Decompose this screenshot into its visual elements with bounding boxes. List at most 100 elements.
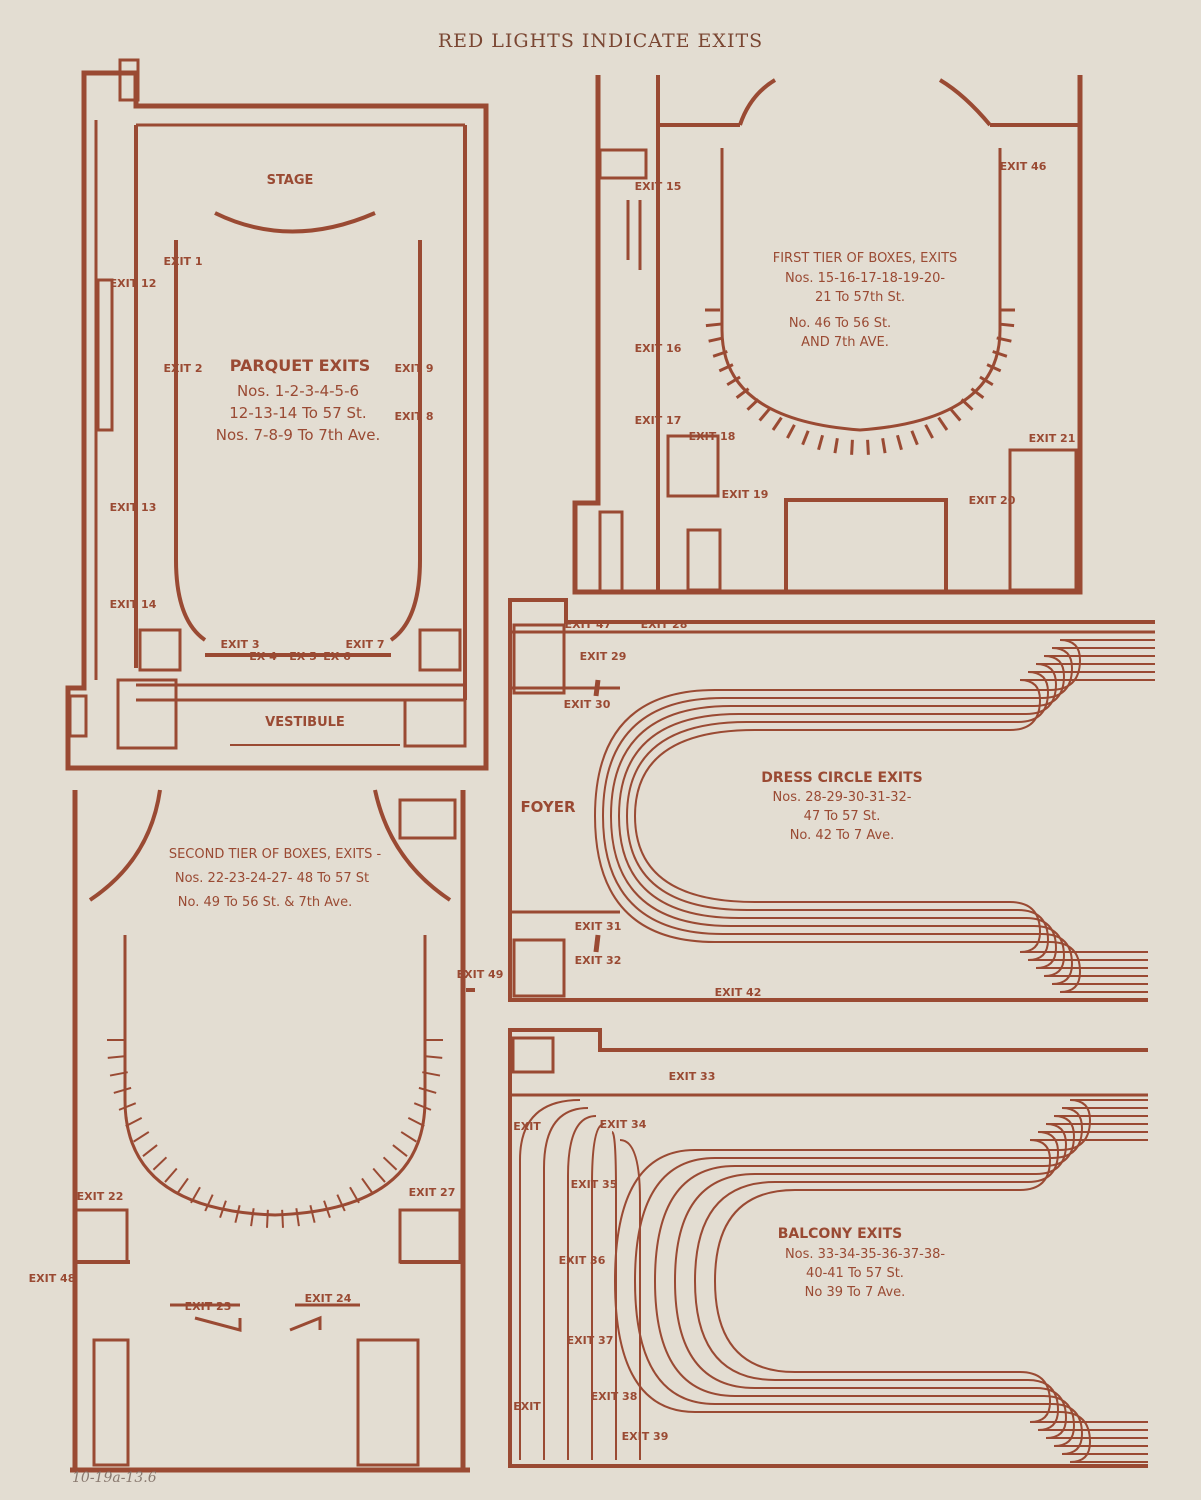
exit-23-label: EXIT 23: [185, 1300, 232, 1313]
dress-circle-tier-line: [633, 679, 1155, 953]
exit-3-label: EXIT 3: [220, 638, 259, 651]
balcony-line2: 40-41 To 57 St.: [806, 1266, 904, 1281]
exit-9-label: EXIT 9: [394, 362, 433, 375]
exit-15-label: EXIT 15: [635, 180, 682, 193]
exit-7-label: EXIT 7: [345, 638, 384, 651]
box-seat-mark: [361, 1177, 374, 1194]
dress-circle-line2: 47 To 57 St.: [804, 809, 881, 824]
box-seat-mark: [392, 1144, 408, 1157]
box-seat-mark: [705, 322, 721, 328]
box-seat-mark: [125, 1117, 143, 1128]
exit-17-label: EXIT 17: [635, 414, 682, 427]
exit-31-label: EXIT 31: [575, 920, 622, 933]
exit-19-label: EXIT 19: [722, 488, 769, 501]
box-seat-mark: [107, 1055, 126, 1059]
box-seat-mark: [718, 363, 734, 373]
exit-12-label: EXIT 12: [110, 277, 157, 290]
box-seat-mark: [996, 336, 1012, 343]
parquet-line3: Nos. 7-8-9 To 7th Ave.: [216, 426, 381, 444]
first-tier-box-seats: [705, 308, 1015, 455]
exit-30-label: EXIT 30: [564, 698, 611, 711]
box-seat-mark: [881, 438, 887, 454]
box-seat-mark: [735, 387, 750, 399]
second-tier-plan: [70, 789, 475, 1473]
exit-13-label: EXIT 13: [110, 501, 157, 514]
exit-4-label: EX 4: [249, 650, 277, 663]
exit-18-label: EXIT 18: [689, 430, 736, 443]
balcony-side-aisle: [611, 1131, 617, 1460]
balcony-tier-line: [693, 1131, 1148, 1431]
exit-35-label: EXIT 35: [571, 1178, 618, 1191]
exit-48-label: EXIT 48: [29, 1272, 76, 1285]
box-seat-mark: [771, 416, 783, 431]
exit-28-label: EXIT 28: [641, 618, 688, 631]
box-seat-mark: [323, 1200, 331, 1218]
box-seat-mark: [336, 1194, 346, 1212]
vestibule-label: VESTIBULE: [265, 715, 345, 730]
exit-21-label: EXIT 21: [1029, 432, 1076, 445]
box-seat-mark: [152, 1156, 168, 1171]
box-seat-mark: [295, 1208, 300, 1227]
exit-46-label: EXIT 46: [1000, 160, 1047, 173]
balcony-tier-line: [713, 1139, 1148, 1423]
box-seat-mark: [850, 439, 854, 455]
exit-22-label: EXIT 22: [77, 1190, 124, 1203]
balcony-tier-line: [653, 1115, 1148, 1447]
exit-20-label: EXIT 20: [969, 494, 1016, 507]
first-tier-line4: AND 7th AVE.: [801, 335, 889, 350]
box-seat-mark: [960, 398, 974, 411]
exit-47-label: EXIT 47: [565, 618, 612, 631]
box-seat-mark: [422, 1071, 441, 1077]
balcony-side-aisle: [519, 1099, 581, 1460]
dress-circle-plan: [508, 598, 1155, 1002]
box-seat-mark: [400, 1131, 417, 1143]
second-tier-line1: Nos. 22-23-24-27- 48 To 57 St: [175, 871, 369, 886]
box-seat-mark: [164, 1167, 178, 1183]
exit-37-label: EXIT 37: [567, 1334, 614, 1347]
exit-42-label: EXIT 42: [715, 986, 762, 999]
box-seat-mark: [992, 350, 1008, 358]
dress-circle-tier-line: [609, 655, 1155, 977]
exit-38-label: EXIT 38: [591, 1390, 638, 1403]
box-seat-mark: [801, 430, 810, 446]
balcony-line3: No 39 To 7 Ave.: [805, 1285, 906, 1300]
second-tier-box-seats: [107, 1039, 443, 1228]
box-seat-mark: [970, 387, 985, 399]
box-seat-mark: [382, 1156, 398, 1171]
box-seat-mark: [349, 1186, 360, 1204]
dress-circle-line1: Nos. 28-29-30-31-32-: [773, 790, 912, 805]
box-seat-mark: [418, 1086, 437, 1094]
exit-33-label: EXIT 33: [669, 1070, 716, 1083]
box-seat-mark: [708, 336, 724, 343]
first-tier-plan: [572, 75, 1083, 595]
exit-34-label: EXIT 34: [600, 1118, 647, 1131]
balcony-tier-line: [633, 1107, 1148, 1455]
dress-circle-line3: No. 42 To 7 Ave.: [790, 828, 895, 843]
balcony-side-aisle: [619, 1139, 641, 1460]
dress-circle-tiers: [593, 639, 1155, 993]
dress-circle-tier-line: [593, 639, 1155, 993]
page-title: RED LIGHTS INDICATE EXITS: [437, 30, 764, 52]
box-seat-mark: [281, 1209, 284, 1228]
balcony-exit-top-label: EXIT: [513, 1120, 541, 1133]
box-seat-mark: [372, 1167, 386, 1183]
box-seat-mark: [309, 1204, 316, 1223]
box-seat-mark: [910, 430, 919, 446]
first-tier-line1: Nos. 15-16-17-18-19-20-: [785, 271, 945, 286]
balcony-exit-bottom-label: EXIT: [513, 1400, 541, 1413]
box-seat-mark: [266, 1209, 269, 1228]
box-seat-mark: [250, 1208, 255, 1227]
exit-39-label: EXIT 39: [622, 1430, 669, 1443]
exit-29-label: EXIT 29: [580, 650, 627, 663]
balcony-title: BALCONY EXITS: [778, 1226, 903, 1242]
box-seat-mark: [142, 1144, 158, 1157]
exit-32-label: EXIT 32: [575, 954, 622, 967]
box-seat-mark: [190, 1186, 201, 1204]
parquet-plan: [65, 58, 489, 771]
balcony-tier-line: [673, 1123, 1148, 1439]
exit-16-label: EXIT 16: [635, 342, 682, 355]
first-tier-title: FIRST TIER OF BOXES, EXITS: [773, 251, 958, 266]
exit-49-label: EXIT 49: [457, 968, 504, 981]
box-seat-mark: [219, 1200, 227, 1218]
